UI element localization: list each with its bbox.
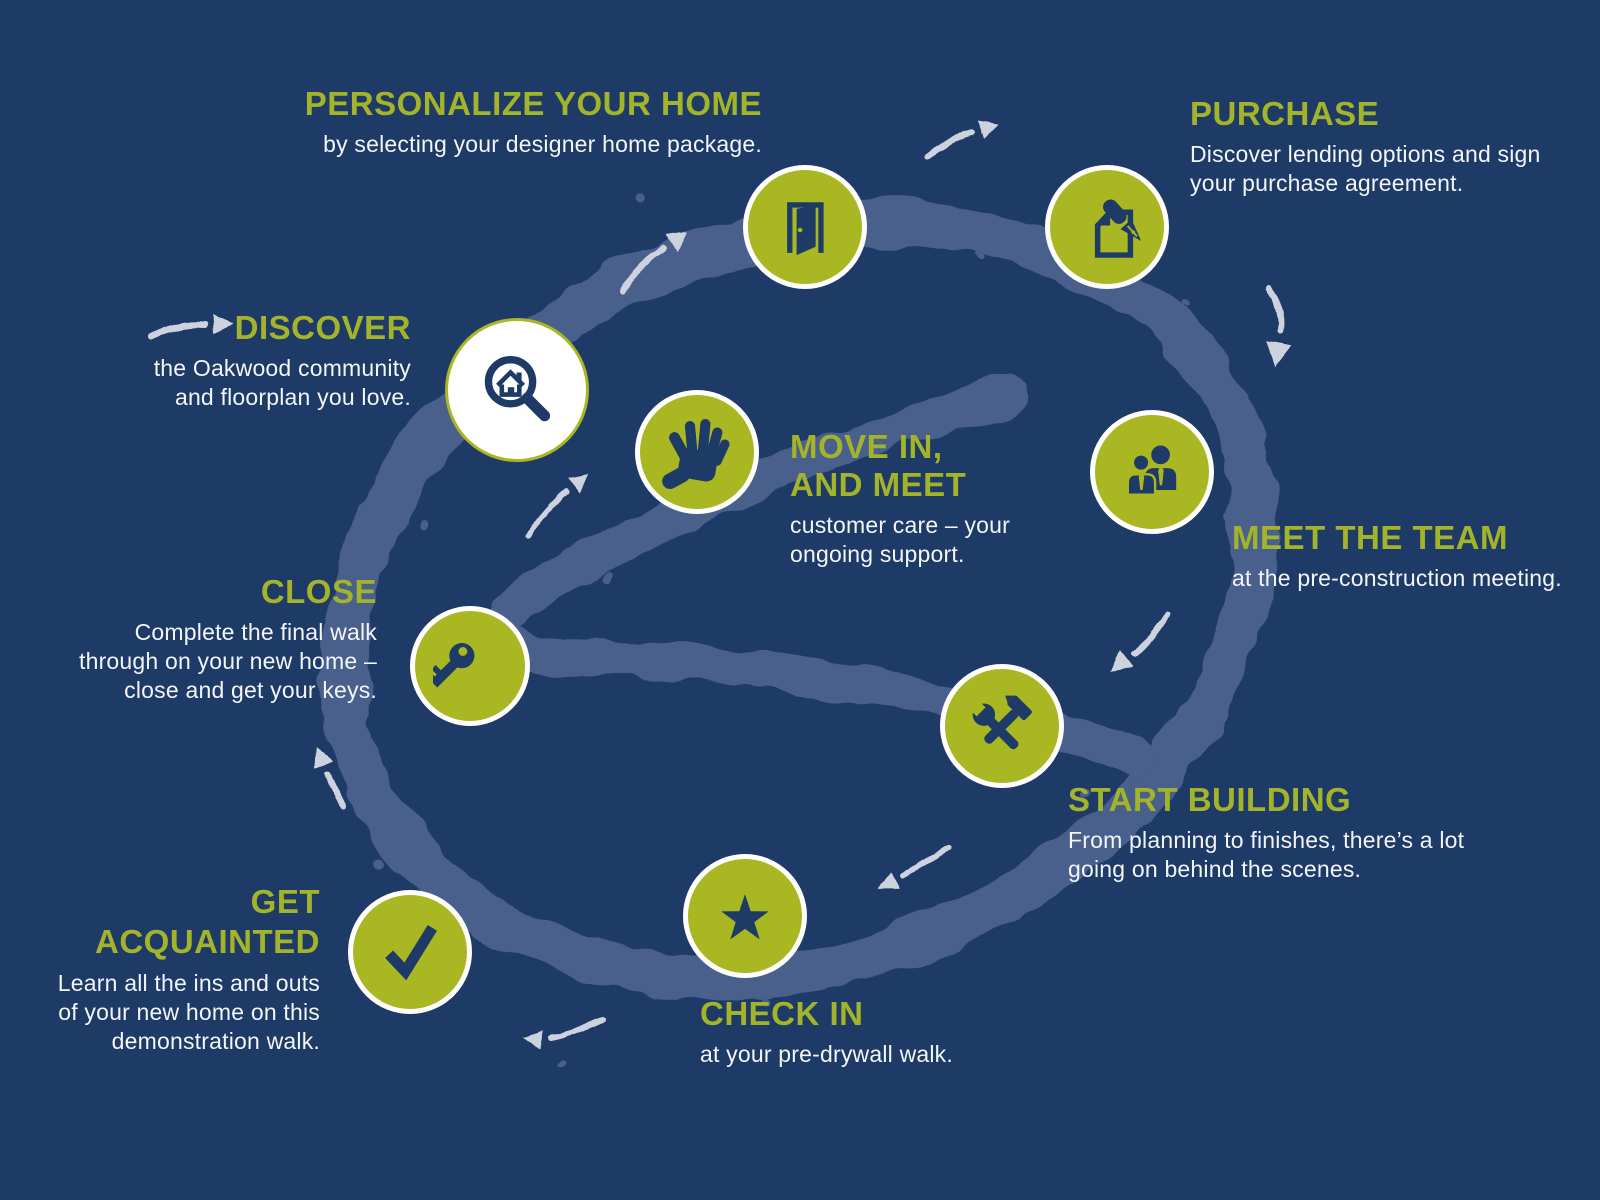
step-title: START BUILDING [1068,781,1352,818]
step-subtitle: Learn all the ins and outs of your new h… [57,970,320,1054]
step-title: CLOSE [260,573,377,610]
step-title: CHECK IN [700,995,864,1032]
step-personalize: PERSONALIZE YOUR HOME by selecting your … [305,84,762,159]
step-circle-get-acquainted [348,890,472,1014]
step-start-building: START BUILDING From planning to finishes… [1068,780,1464,884]
arrow-to-discover [147,314,233,339]
arrow-to-purchase [925,120,1000,159]
step-circle-start-building [940,664,1064,788]
step-subtitle: at your pre-drywall walk. [700,1041,953,1067]
step-meet-the-team: MEET THE TEAM at the pre-construction me… [1232,518,1562,593]
step-subtitle: at the pre-construction meeting. [1232,565,1562,591]
key-icon [433,643,475,688]
arrow-to-get-acquainted [523,1017,605,1050]
arrow-to-move-in [525,474,589,539]
step-title: GET ACQUAINTED [95,883,320,960]
magnifier-house-icon [484,355,551,422]
step-close: CLOSE Complete the final walk through on… [79,572,377,705]
flow-arrows [147,120,1292,1050]
step-get-acquainted: GET ACQUAINTED Learn all the ins and out… [58,882,320,1056]
arrow-to-check-in [878,845,951,889]
step-check-in: CHECK IN at your pre-drywall walk. [700,994,953,1069]
step-subtitle: From planning to finishes, there’s a lot… [1068,827,1465,882]
arrow-to-meet-team [1265,285,1292,368]
star-icon [721,894,769,940]
step-circle-close [410,606,530,726]
step-title: PERSONALIZE YOUR HOME [304,85,762,122]
door-icon [787,202,824,256]
step-circle-meet-team [1090,410,1214,534]
step-subtitle: Discover lending options and sign your p… [1190,141,1541,196]
step-purchase: PURCHASE Discover lending options and si… [1190,94,1541,198]
step-circle-discover [445,318,589,462]
step-subtitle: customer care – your ongoing support. [790,512,1011,567]
step-title: PURCHASE [1190,95,1380,132]
step-move-in: MOVE IN, AND MEET customer care – your o… [790,428,1010,569]
wrench-hammer-icon [968,695,1032,750]
step-title: MOVE IN, AND MEET [790,428,967,503]
step-title: DISCOVER [234,309,411,346]
two-people-icon [1126,445,1177,496]
arrow-to-personalize [619,231,688,295]
waving-hand-icon [662,419,730,489]
step-discover: DISCOVER the Oakwood community and floor… [154,308,411,412]
step-circle-purchase [1045,165,1169,289]
step-subtitle: the Oakwood community and floorplan you … [153,355,411,410]
step-subtitle: by selecting your designer home package. [323,131,762,157]
step-subtitle: Complete the final walk through on your … [78,619,377,703]
arrow-to-close [314,747,347,809]
checkmark-icon [385,924,438,981]
step-circle-move-in [635,390,759,514]
step-circle-check-in [683,854,807,978]
step-title: MEET THE TEAM [1232,519,1508,556]
step-circle-personalize [743,165,867,289]
pen-document-icon [1094,199,1142,258]
arrow-to-start-building [1110,611,1171,671]
